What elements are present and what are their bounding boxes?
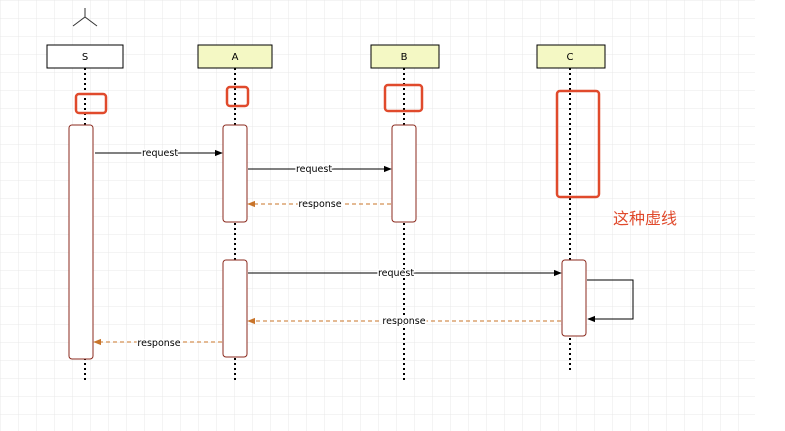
- grid-background: [0, 0, 755, 431]
- self-message-c[interactable]: [587, 279, 634, 323]
- activation-bar-a-2: [222, 259, 248, 358]
- participant-label: A: [232, 52, 239, 63]
- highlight-box-c: [555, 89, 601, 199]
- message-a-to-b-request[interactable]: request: [248, 163, 392, 177]
- activation-bar-s: [68, 124, 94, 360]
- message-label: response: [298, 199, 341, 210]
- activation-bar-c: [561, 259, 587, 337]
- message-c-to-a-response[interactable]: response: [247, 315, 561, 329]
- participant-label: S: [82, 52, 88, 63]
- participant-b[interactable]: B: [370, 44, 440, 69]
- message-label: request: [378, 268, 414, 279]
- activation-bar-b: [391, 124, 417, 223]
- actor-icon: [72, 8, 98, 27]
- message-label: request: [296, 164, 332, 175]
- message-label: response: [137, 338, 180, 349]
- message-a-to-c-request[interactable]: request: [248, 267, 562, 281]
- message-label: request: [142, 148, 178, 159]
- annotation-text: 这种虚线: [613, 209, 677, 228]
- message-label: response: [382, 316, 425, 327]
- message-b-to-a-response[interactable]: response: [247, 198, 391, 212]
- participant-s[interactable]: S: [46, 44, 124, 69]
- activation-bar-a-1: [222, 124, 248, 223]
- participant-c[interactable]: C: [536, 44, 606, 69]
- highlight-box-a: [225, 85, 250, 108]
- participant-label: B: [401, 52, 408, 63]
- message-s-to-a-request[interactable]: request: [95, 147, 223, 161]
- message-a-to-s-response[interactable]: response: [93, 337, 222, 351]
- highlight-box-b: [383, 83, 424, 113]
- participant-label: C: [567, 52, 574, 63]
- participant-a[interactable]: A: [197, 44, 273, 69]
- highlight-box-s: [74, 92, 108, 115]
